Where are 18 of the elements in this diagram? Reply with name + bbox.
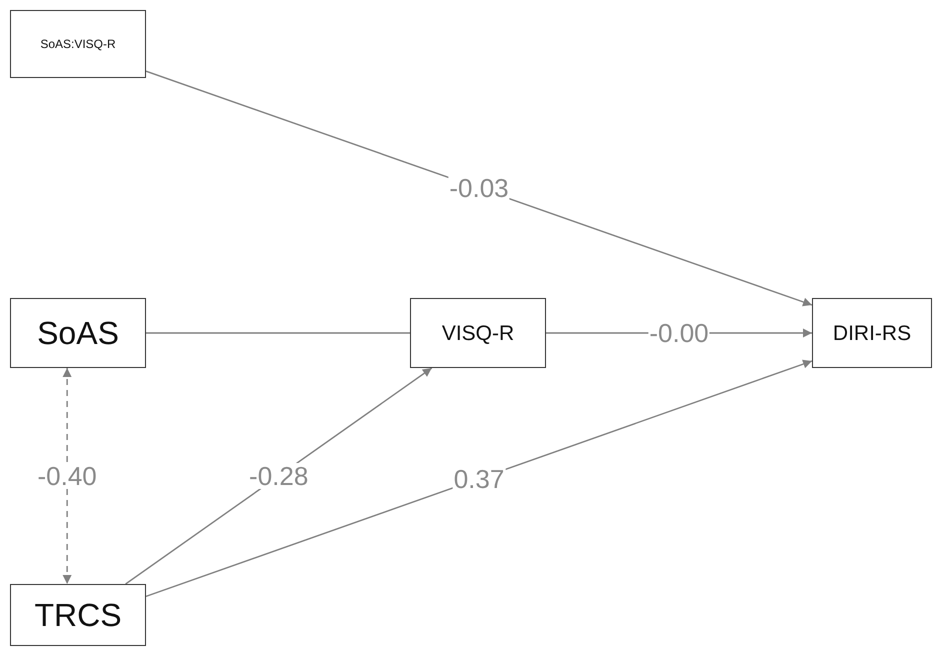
- connector-line: [146, 332, 410, 334]
- variable-name: DIRI-RS: [832, 322, 912, 344]
- variable-name: VISQ-R: [442, 322, 514, 344]
- variable-name: TRCS: [34, 599, 122, 631]
- arrow: [62, 368, 72, 584]
- edge-label: -0.03: [448, 175, 510, 202]
- variable-box: [812, 298, 932, 368]
- variable-box: [10, 10, 146, 78]
- variable-name: SoAS:VISQ-R: [40, 38, 116, 50]
- variable-box: [10, 584, 146, 646]
- edge-label: 0.37: [452, 466, 506, 492]
- variable-box: [410, 298, 546, 368]
- arrow: [146, 70, 812, 306]
- arrow: [125, 367, 432, 585]
- edge-label: -0.28: [248, 463, 310, 489]
- variable-name: SoAS: [37, 317, 119, 349]
- arrow: [146, 360, 812, 598]
- variable-box: [10, 298, 146, 368]
